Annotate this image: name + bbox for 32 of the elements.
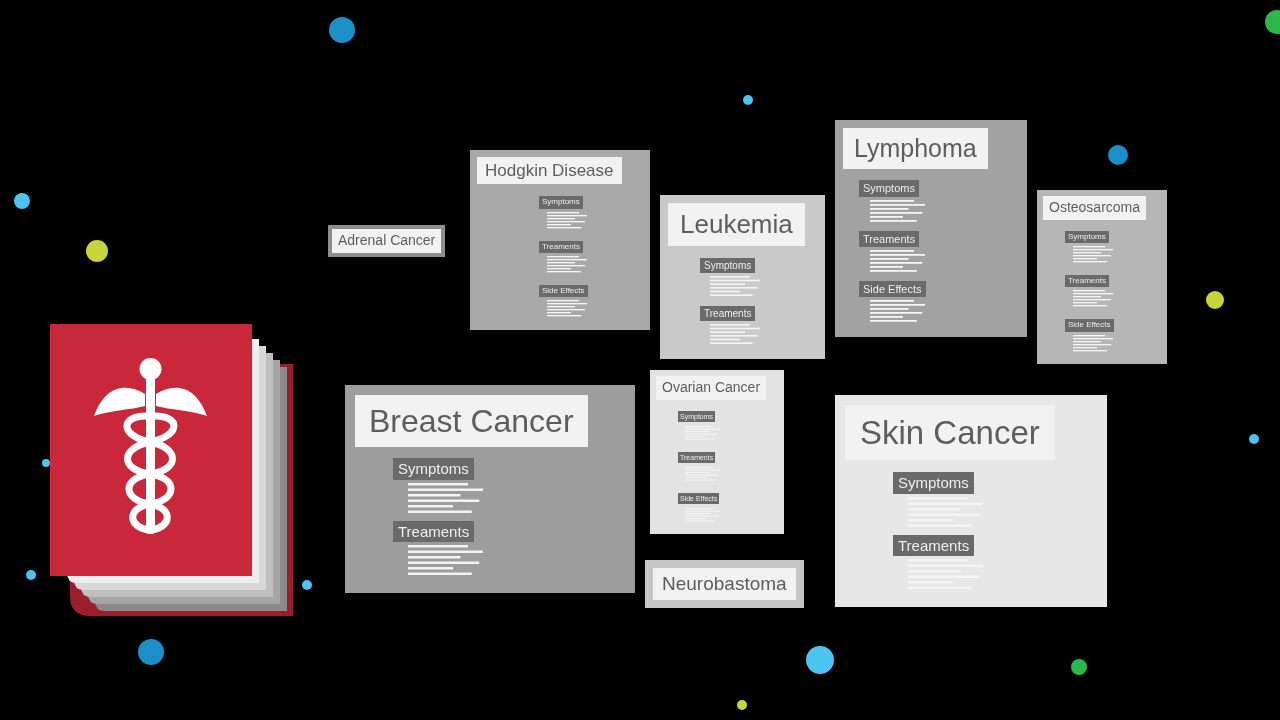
section-heading: Treaments xyxy=(700,305,756,321)
section-heading: Treaments xyxy=(539,240,583,254)
section-heading: Symptoms xyxy=(893,472,974,494)
section-heading: Symptoms xyxy=(700,257,756,273)
card xyxy=(660,195,825,359)
section-heading: Symptoms xyxy=(393,458,474,480)
card xyxy=(1037,190,1167,364)
card xyxy=(835,395,1107,608)
section-heading: Symptoms xyxy=(539,196,583,209)
section-heading: Symptoms xyxy=(1065,230,1109,243)
card xyxy=(345,385,635,593)
card-title: Hodgkin Disease xyxy=(477,157,622,185)
card-title: Adrenal Cancer xyxy=(332,229,442,253)
card xyxy=(470,150,650,331)
card-title: Leukemia xyxy=(668,203,805,246)
section-heading: Symptoms xyxy=(859,180,919,197)
section-heading: Side Effects xyxy=(539,285,588,298)
section-heading: Side Effects xyxy=(859,280,926,298)
section-heading: Treaments xyxy=(893,534,975,557)
card-title: Osteosarcoma xyxy=(1043,196,1147,220)
section-heading: Treaments xyxy=(393,520,475,542)
card-title: Skin Cancer xyxy=(845,405,1055,461)
card-title: Breast Cancer xyxy=(355,395,588,447)
card xyxy=(835,120,1027,338)
card-title: Lymphoma xyxy=(843,128,988,170)
section-heading: Side Effects xyxy=(1065,319,1114,332)
card xyxy=(645,560,804,608)
section-heading: Treaments xyxy=(859,230,920,247)
card-title: Neurobastoma xyxy=(653,568,796,600)
section-heading: Treaments xyxy=(1065,274,1109,288)
card xyxy=(650,370,784,534)
card-title: Ovarian Cancer xyxy=(656,376,767,400)
